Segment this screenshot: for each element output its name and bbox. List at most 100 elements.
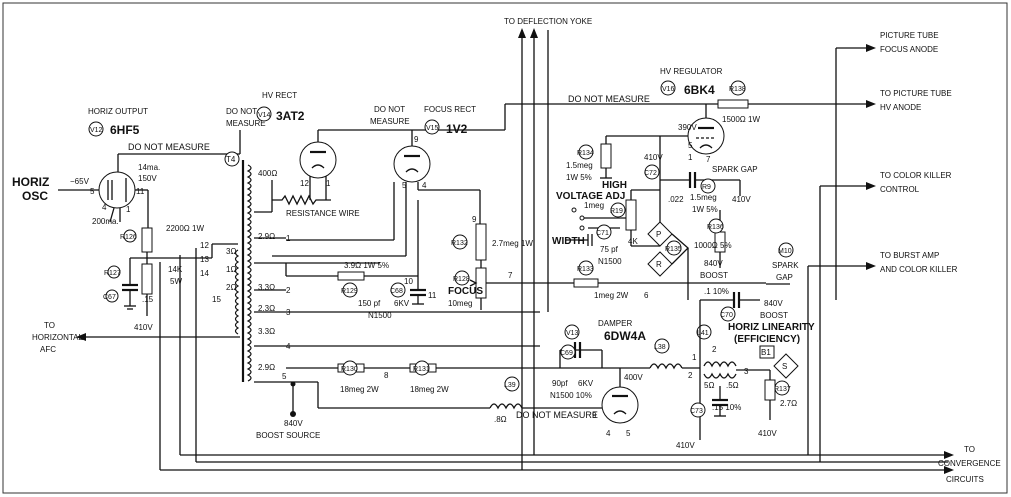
r131-badge: [414, 360, 430, 376]
r19-resistor[interactable]: [625, 199, 637, 231]
r127-label: R127: [104, 270, 121, 277]
v14-pin-12: 12: [300, 179, 309, 188]
v13-title: DAMPER: [598, 319, 632, 328]
winding-3-3a: 3.3Ω: [258, 283, 275, 292]
v15-pin-4: 4: [422, 181, 427, 190]
v12-pin-5: 5: [90, 187, 95, 196]
l38-label: L38: [654, 344, 666, 351]
v410-left: 410V: [134, 323, 153, 332]
r134-resistor: [600, 143, 612, 169]
r127-resistor: [141, 263, 153, 295]
v12-plate-voltage: 150V: [138, 174, 157, 183]
convergence-label-3: CIRCUITS: [946, 475, 984, 484]
l41-pin-2: 2: [712, 345, 717, 354]
l41-value-2: .5Ω: [726, 381, 739, 390]
r129-resistor: [337, 271, 365, 281]
r129-badge: [342, 282, 358, 298]
focus-pin-9: 9: [472, 215, 477, 224]
v16-type: 6BK4: [684, 83, 715, 97]
horizontal-afc-label-1: TO: [44, 321, 55, 330]
r127-value-2: 5W: [170, 277, 182, 286]
v15-ref: V15: [426, 125, 439, 132]
r138-badge: [730, 80, 746, 96]
c71-value-2: N1500: [598, 257, 622, 266]
v13-voltage: 400V: [624, 373, 643, 382]
winding-2-9b: 2.9Ω: [258, 363, 275, 372]
c70-boost-voltage: 840V: [764, 299, 783, 308]
c68-pin-10: 10: [404, 277, 413, 286]
t4-pin-13: 13: [200, 255, 209, 264]
tap-5: 5: [282, 372, 287, 381]
c71-label: C71: [596, 230, 609, 237]
winding-2-9a: 2.9Ω: [258, 232, 275, 241]
c67-value: .15: [142, 295, 154, 304]
tap-2: 2: [286, 286, 291, 295]
m10-badge: [778, 242, 794, 258]
hv-adj-value: 1meg: [584, 201, 604, 210]
r128-label: R128: [453, 276, 470, 283]
resistance-wire: [272, 194, 331, 206]
convergence-label-2: CONVERGENCE: [938, 459, 1001, 468]
r126-label: R126: [120, 234, 137, 241]
r136-boost-voltage: 840V: [704, 259, 723, 268]
m10-label: M10: [778, 248, 792, 255]
t4-measure: MEASURE: [226, 119, 266, 128]
r126-resistor: [141, 227, 153, 253]
t4-do-not: DO NOT: [226, 107, 257, 116]
c68-value-2: 6KV: [394, 299, 410, 308]
r19-badge: [610, 202, 626, 218]
r9-label: R9: [702, 184, 711, 191]
r136-boost-label: BOOST: [700, 271, 728, 280]
convergence-label-1: TO: [964, 445, 975, 454]
r9-value-1: 1.5meg: [690, 193, 717, 202]
c67-label: C67: [103, 294, 116, 301]
v15-pin-5: 5: [402, 181, 407, 190]
c68-value-1: 150 pf: [358, 299, 381, 308]
winding-400: 400Ω: [258, 169, 277, 178]
r133-label: R133: [577, 266, 594, 273]
b1-box: [759, 345, 775, 359]
picture-tube-focus-label-2: FOCUS ANODE: [880, 45, 938, 54]
color-killer-label-1: TO COLOR KILLER: [880, 171, 952, 180]
r127-badge: [107, 265, 121, 279]
v12-pin-1: 1: [126, 205, 131, 214]
v14-tube-symbol: [299, 141, 337, 179]
r132-label: R132: [451, 240, 468, 247]
r134-label: R134: [577, 150, 594, 157]
c70-label: C70: [720, 312, 733, 319]
picture-tube-focus-label-1: PICTURE TUBE: [880, 31, 939, 40]
l41-value-1: 5Ω: [704, 381, 714, 390]
b1-label: B1: [761, 348, 771, 357]
t4-windings: [234, 164, 252, 382]
s-diamond: [773, 353, 799, 379]
v16-pin-5: 5: [688, 141, 693, 150]
l39-coil: [489, 403, 523, 410]
focus-label: FOCUS: [448, 286, 483, 297]
v16-voltage: 390V: [678, 123, 697, 132]
c69-value-2: 6KV: [578, 379, 594, 388]
r128-value: 10meg: [448, 299, 472, 308]
color-killer-label-2: CONTROL: [880, 185, 920, 194]
r-label: R: [656, 260, 662, 269]
c73-label: C73: [690, 408, 703, 415]
c73-badge: [690, 402, 706, 418]
v15-pin-9: 9: [414, 135, 419, 144]
v14-type: 3AT2: [276, 109, 305, 123]
v16-title: HV REGULATOR: [660, 67, 723, 76]
r138-resistor: [717, 99, 749, 109]
r134-value-2: 1W 5%: [566, 173, 592, 182]
tap-4: 4: [286, 342, 291, 351]
boost-voltage: 840V: [284, 419, 303, 428]
v12-ref-badge: [88, 121, 104, 137]
winding-2: 2Ω: [226, 283, 236, 292]
r132-badge: [452, 234, 468, 250]
r131-value: 18meg 2W: [410, 385, 449, 394]
deflection-yoke-label: TO DEFLECTION YOKE: [504, 17, 592, 26]
v14-ref-badge: [256, 106, 272, 122]
r129-label: R129: [341, 288, 358, 295]
t4-label: T4: [226, 155, 236, 164]
r136-label: R136: [707, 224, 724, 231]
v15-title: FOCUS RECT: [424, 105, 476, 114]
r137-badge: [774, 380, 790, 396]
r127-value-1: 14K: [168, 265, 183, 274]
